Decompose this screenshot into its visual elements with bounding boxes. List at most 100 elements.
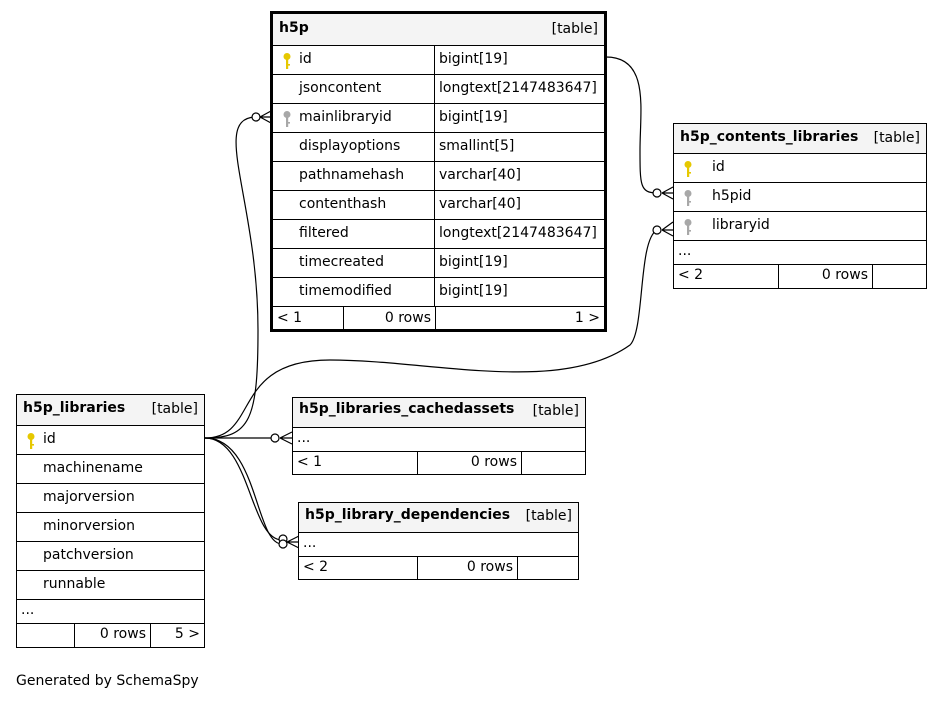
column-type: longtext[2147483647] <box>434 220 597 248</box>
more-columns-ellipsis: ... <box>303 535 317 551</box>
table-footer: 0 rows 5 > <box>17 623 204 647</box>
optional-marker-h5p <box>251 112 261 122</box>
column-name: id <box>712 159 725 175</box>
column-type: bigint[19] <box>434 46 508 74</box>
table-name: h5p <box>279 20 309 36</box>
column-type: smallint[5] <box>434 133 514 161</box>
more-columns-ellipsis: ... <box>678 243 692 259</box>
table-footer: < 1 0 rows <box>293 451 585 474</box>
parents-count[interactable]: < 1 <box>297 454 323 470</box>
row-count: 0 rows <box>384 310 431 326</box>
table-h5p-contents-libraries[interactable]: h5p_contents_libraries [table] id h5pid … <box>673 123 927 289</box>
table-footer: < 2 0 rows <box>299 556 578 579</box>
table-type: [table] <box>151 401 198 417</box>
column-name: contenthash <box>299 196 387 212</box>
column-row[interactable]: runnable <box>17 570 204 599</box>
column-row[interactable]: id bigint[19] <box>273 45 604 74</box>
children-count[interactable]: 1 > <box>574 310 600 326</box>
table-h5p-libraries-cachedassets[interactable]: h5p_libraries_cachedassets [table] ... <… <box>292 397 586 475</box>
children-count[interactable]: 5 > <box>174 626 200 642</box>
crowfoot-contents-libraryid <box>661 221 674 237</box>
optional-marker-contents-h5pid <box>652 188 662 198</box>
primary-key-icon <box>684 161 692 177</box>
row-count: 0 rows <box>821 267 868 283</box>
more-columns-ellipsis: ... <box>21 602 35 618</box>
column-type: varchar[40] <box>434 162 521 190</box>
crowfoot-contents-h5pid <box>661 186 674 200</box>
column-name: h5pid <box>712 188 752 204</box>
column-name: jsoncontent <box>299 80 382 96</box>
row-count: 0 rows <box>470 454 517 470</box>
primary-key-icon <box>27 433 35 449</box>
column-row[interactable]: contenthash varchar[40] <box>273 190 604 219</box>
column-row[interactable]: h5pid <box>674 182 926 211</box>
table-type: [table] <box>532 403 579 419</box>
column-name: filtered <box>299 225 349 241</box>
rel-libraries-id-to-dependencies-2 <box>204 437 283 545</box>
crowfoot-cachedassets <box>279 431 293 445</box>
table-header[interactable]: h5p_libraries_cachedassets [table] <box>293 398 585 427</box>
table-header[interactable]: h5p [table] <box>273 14 604 45</box>
column-row[interactable]: libraryid <box>674 211 926 240</box>
column-name: majorversion <box>43 489 135 505</box>
more-columns-row[interactable]: ... <box>674 240 926 264</box>
primary-key-icon <box>283 53 291 69</box>
column-name: id <box>43 431 56 447</box>
column-row[interactable]: mainlibraryid bigint[19] <box>273 103 604 132</box>
column-row[interactable]: timecreated bigint[19] <box>273 248 604 277</box>
table-type: [table] <box>525 508 572 524</box>
column-type: bigint[19] <box>434 104 508 132</box>
table-h5p-library-dependencies[interactable]: h5p_library_dependencies [table] ... < 2… <box>298 502 579 580</box>
column-type: varchar[40] <box>434 191 521 219</box>
generated-by-text: Generated by SchemaSpy <box>16 673 199 689</box>
column-name: machinename <box>43 460 143 476</box>
column-row[interactable]: majorversion <box>17 483 204 512</box>
table-name: h5p_library_dependencies <box>305 507 511 523</box>
table-header[interactable]: h5p_library_dependencies [table] <box>299 503 578 532</box>
table-header[interactable]: h5p_contents_libraries [table] <box>674 124 926 153</box>
rel-libraries-id-to-contents-libraryid <box>204 229 658 439</box>
foreign-key-icon <box>283 111 291 127</box>
parents-count[interactable]: < 1 <box>277 310 303 326</box>
column-name: displayoptions <box>299 138 401 154</box>
column-row[interactable]: displayoptions smallint[5] <box>273 132 604 161</box>
table-footer: < 2 0 rows <box>674 264 926 288</box>
rel-libraries-id-to-h5p-mainlibraryid <box>204 116 259 439</box>
optional-marker-dependencies-2 <box>278 539 288 549</box>
table-h5p-libraries[interactable]: h5p_libraries [table] id machinename maj… <box>16 394 205 648</box>
table-header[interactable]: h5p_libraries [table] <box>17 395 204 425</box>
column-row[interactable]: timemodified bigint[19] <box>273 277 604 306</box>
parents-count[interactable]: < 2 <box>303 559 329 575</box>
table-type: [table] <box>551 21 598 37</box>
more-columns-ellipsis: ... <box>297 430 311 446</box>
table-h5p[interactable]: h5p [table] id bigint[19] jsoncontent lo… <box>270 11 607 332</box>
column-row[interactable]: patchversion <box>17 541 204 570</box>
optional-marker-cachedassets <box>270 433 280 443</box>
column-row[interactable]: id <box>674 153 926 182</box>
row-count: 0 rows <box>466 559 513 575</box>
column-type: bigint[19] <box>434 278 508 306</box>
column-name: mainlibraryid <box>299 109 392 125</box>
column-type: longtext[2147483647] <box>434 75 597 103</box>
column-name: patchversion <box>43 547 134 563</box>
rel-h5p-id-to-contents-h5pid <box>605 56 658 194</box>
crowfoot-h5p-mainlibraryid <box>259 110 272 124</box>
column-row[interactable]: id <box>17 425 204 454</box>
parents-count[interactable]: < 2 <box>678 267 704 283</box>
more-columns-row[interactable]: ... <box>17 599 204 623</box>
table-type: [table] <box>873 130 920 146</box>
column-row[interactable]: minorversion <box>17 512 204 541</box>
column-row[interactable]: machinename <box>17 454 204 483</box>
column-name: timecreated <box>299 254 384 270</box>
foreign-key-icon <box>684 219 692 235</box>
more-columns-row[interactable]: ... <box>299 532 578 556</box>
more-columns-row[interactable]: ... <box>293 427 585 451</box>
column-type: bigint[19] <box>434 249 508 277</box>
column-name: runnable <box>43 576 106 592</box>
table-name: h5p_contents_libraries <box>680 129 859 145</box>
column-name: libraryid <box>712 217 770 233</box>
column-row[interactable]: jsoncontent longtext[2147483647] <box>273 74 604 103</box>
foreign-key-icon <box>684 190 692 206</box>
column-row[interactable]: pathnamehash varchar[40] <box>273 161 604 190</box>
column-row[interactable]: filtered longtext[2147483647] <box>273 219 604 248</box>
